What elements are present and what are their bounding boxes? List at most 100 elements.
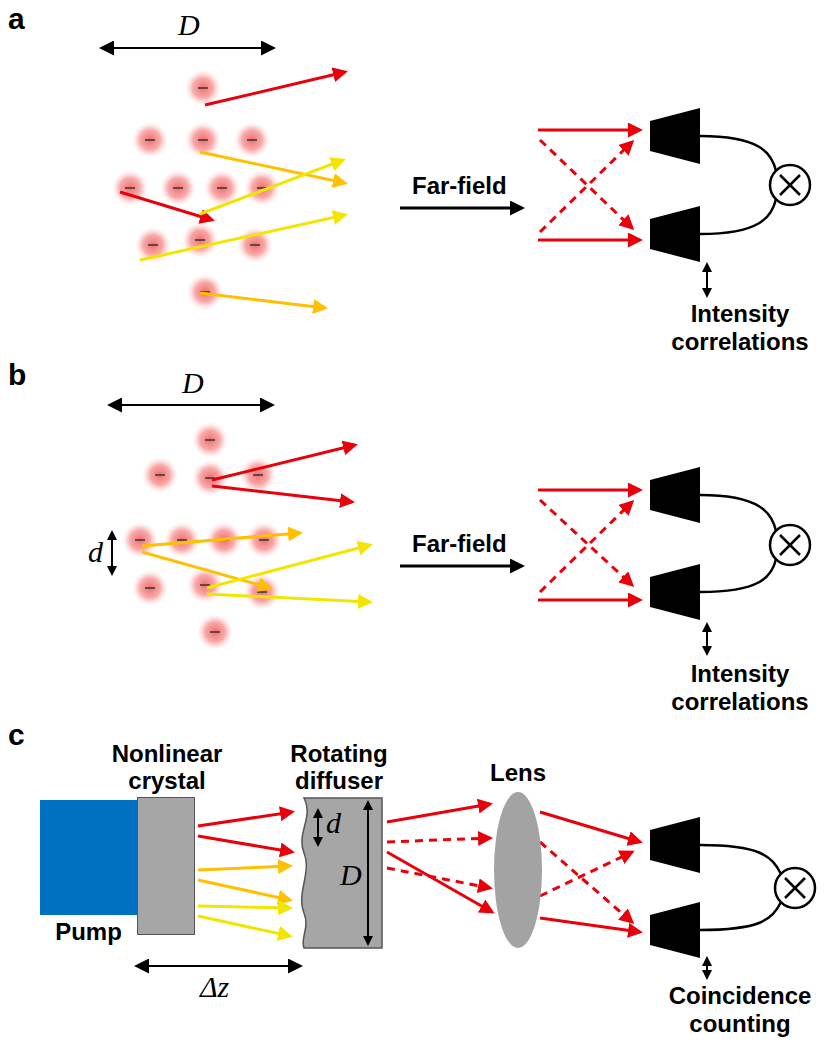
dimension-label: Δz: [200, 970, 229, 1004]
node-heading: Nonlinear crystal: [112, 741, 223, 794]
dimension-arrow: [102, 47, 273, 49]
ray-arrow: [538, 489, 640, 492]
ray-arrow: [198, 866, 290, 870]
charge-sign: [125, 187, 135, 189]
electron-blob: [164, 522, 200, 558]
ray-arrow: [205, 72, 345, 105]
ray-arrow: [540, 842, 632, 922]
ray-arrow: [540, 140, 632, 228]
lens-body: [494, 792, 542, 948]
dimension-label: d: [88, 535, 103, 569]
charge-sign: [217, 187, 227, 189]
charge-sign: [247, 139, 257, 141]
electron-blob: [132, 570, 168, 606]
ray-arrow: [387, 868, 490, 888]
correlator-symbol: [770, 525, 810, 565]
ray-arrow: [540, 142, 632, 232]
ray-arrow: [200, 160, 343, 214]
charge-sign: [257, 591, 267, 593]
lens-shape: [492, 790, 544, 950]
far-field-label: Far-field: [412, 172, 507, 200]
electron-blob: [244, 170, 280, 206]
ray-arrow: [207, 594, 370, 602]
dimension-arrow: [111, 532, 113, 574]
dimension-arrow: [317, 810, 319, 845]
node-heading: Rotating diffuser: [290, 741, 387, 794]
electron-blob: [234, 122, 270, 158]
diffuser-body: [302, 798, 382, 948]
electron-blob: [112, 170, 148, 206]
electron-blob: [187, 274, 223, 310]
ray-arrow: [198, 906, 290, 908]
far-field-arrow: [400, 207, 522, 210]
detector-wire: [700, 559, 776, 592]
charge-sign: [145, 139, 155, 141]
electron-blob: [244, 574, 280, 610]
correlator-symbol: [775, 868, 815, 908]
charge-sign: [155, 474, 165, 476]
charge-sign: [205, 439, 215, 441]
ray-arrow: [212, 486, 352, 502]
charge-sign: [200, 584, 210, 586]
ray-arrow: [538, 239, 640, 242]
charge-sign: [250, 244, 260, 246]
charge-sign: [253, 474, 263, 476]
correlator-symbol: [780, 175, 800, 195]
ray-arrow: [540, 500, 632, 585]
electron-blob: [246, 522, 282, 558]
detector: [650, 108, 700, 164]
charge-sign: [198, 87, 208, 89]
detector: [650, 467, 700, 523]
dimension-arrow: [110, 404, 272, 406]
ray-arrow: [200, 293, 325, 308]
scan-arrow: [706, 264, 708, 296]
detection-label: Coincidence counting: [655, 982, 825, 1037]
electron-blob: [197, 614, 233, 650]
nonlinear-crystal: Nonlinear crystal: [137, 797, 195, 935]
detector-wire: [700, 845, 781, 874]
electron-blob: [240, 457, 276, 493]
scene: [102, 48, 815, 978]
detector-wire: [700, 495, 776, 531]
electron-blob: [142, 457, 178, 493]
correlator-symbol: [780, 535, 800, 555]
panel-letter: a: [8, 2, 25, 37]
dimension-label: D: [178, 8, 200, 42]
detection-label: Intensity correlations: [655, 660, 825, 715]
charge-sign: [145, 587, 155, 589]
scan-arrow: [706, 958, 708, 978]
ray-arrow: [198, 880, 290, 900]
scan-arrow: [706, 624, 708, 654]
ray-arrow: [540, 852, 632, 896]
detector: [650, 902, 700, 958]
dimension-arrow: [367, 802, 369, 944]
dimension-label: D: [340, 858, 362, 892]
detector-wire: [700, 136, 776, 171]
panel-letter: c: [8, 718, 25, 753]
electron-blob: [160, 170, 196, 206]
ray-arrow: [140, 215, 345, 260]
charge-sign: [173, 187, 183, 189]
charge-sign: [177, 539, 187, 541]
ray-arrow: [538, 599, 640, 602]
ray-arrow: [198, 916, 290, 936]
pump-beam: Pump: [40, 800, 137, 915]
detector: [650, 206, 700, 262]
panel-letter: b: [8, 358, 26, 393]
electron-blob: [192, 422, 228, 458]
ray-arrow: [142, 533, 300, 546]
node-heading: Lens: [490, 760, 546, 786]
lens: Lens: [492, 790, 544, 950]
correlator-symbol: [785, 878, 805, 898]
charge-sign: [198, 139, 208, 141]
ray-arrow: [142, 552, 270, 588]
detector-wire: [700, 199, 776, 234]
detector-wire: [700, 902, 781, 930]
electron-blob: [185, 70, 221, 106]
ray-arrow: [540, 918, 640, 932]
ray-arrow: [198, 836, 292, 852]
detector: [650, 564, 700, 620]
ray-arrow: [540, 812, 640, 842]
ray-arrow: [387, 852, 492, 912]
